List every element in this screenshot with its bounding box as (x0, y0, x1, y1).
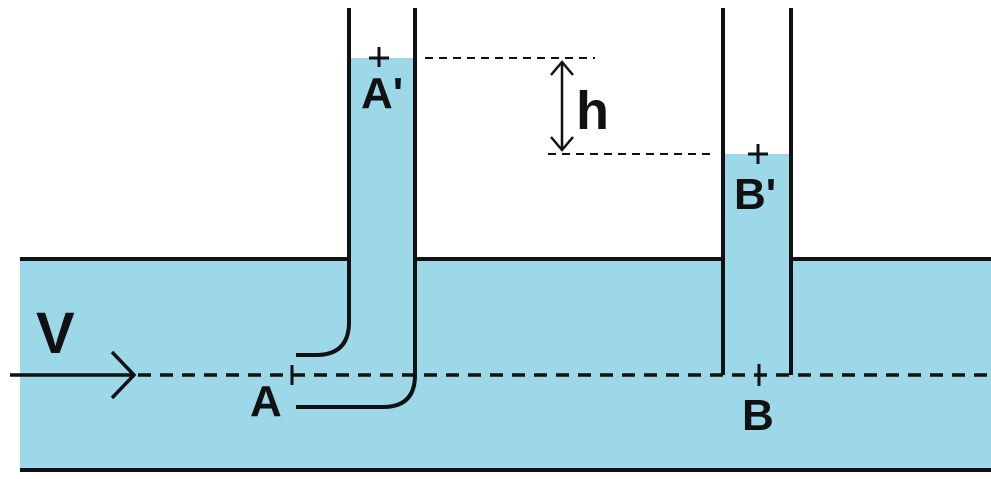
velocity-arrow-head (110, 350, 137, 400)
height-arrow-head-top (550, 60, 574, 76)
pipe-fluid (20, 259, 991, 470)
point-a-prime-marker (369, 47, 389, 67)
static-tube-fluid (723, 154, 791, 260)
height-label: h (576, 81, 609, 141)
point-b-prime-marker (748, 144, 768, 164)
point-b-label: B (742, 391, 774, 440)
point-b-prime-label: B' (734, 170, 776, 219)
point-a-prime-label: A' (361, 69, 403, 118)
height-arrow-head-bottom (550, 136, 574, 152)
velocity-label: V (36, 301, 75, 366)
pitot-tube-fluid (349, 58, 415, 260)
point-a-label: A (250, 377, 282, 426)
pitot-tube-inner-wall (296, 8, 351, 357)
